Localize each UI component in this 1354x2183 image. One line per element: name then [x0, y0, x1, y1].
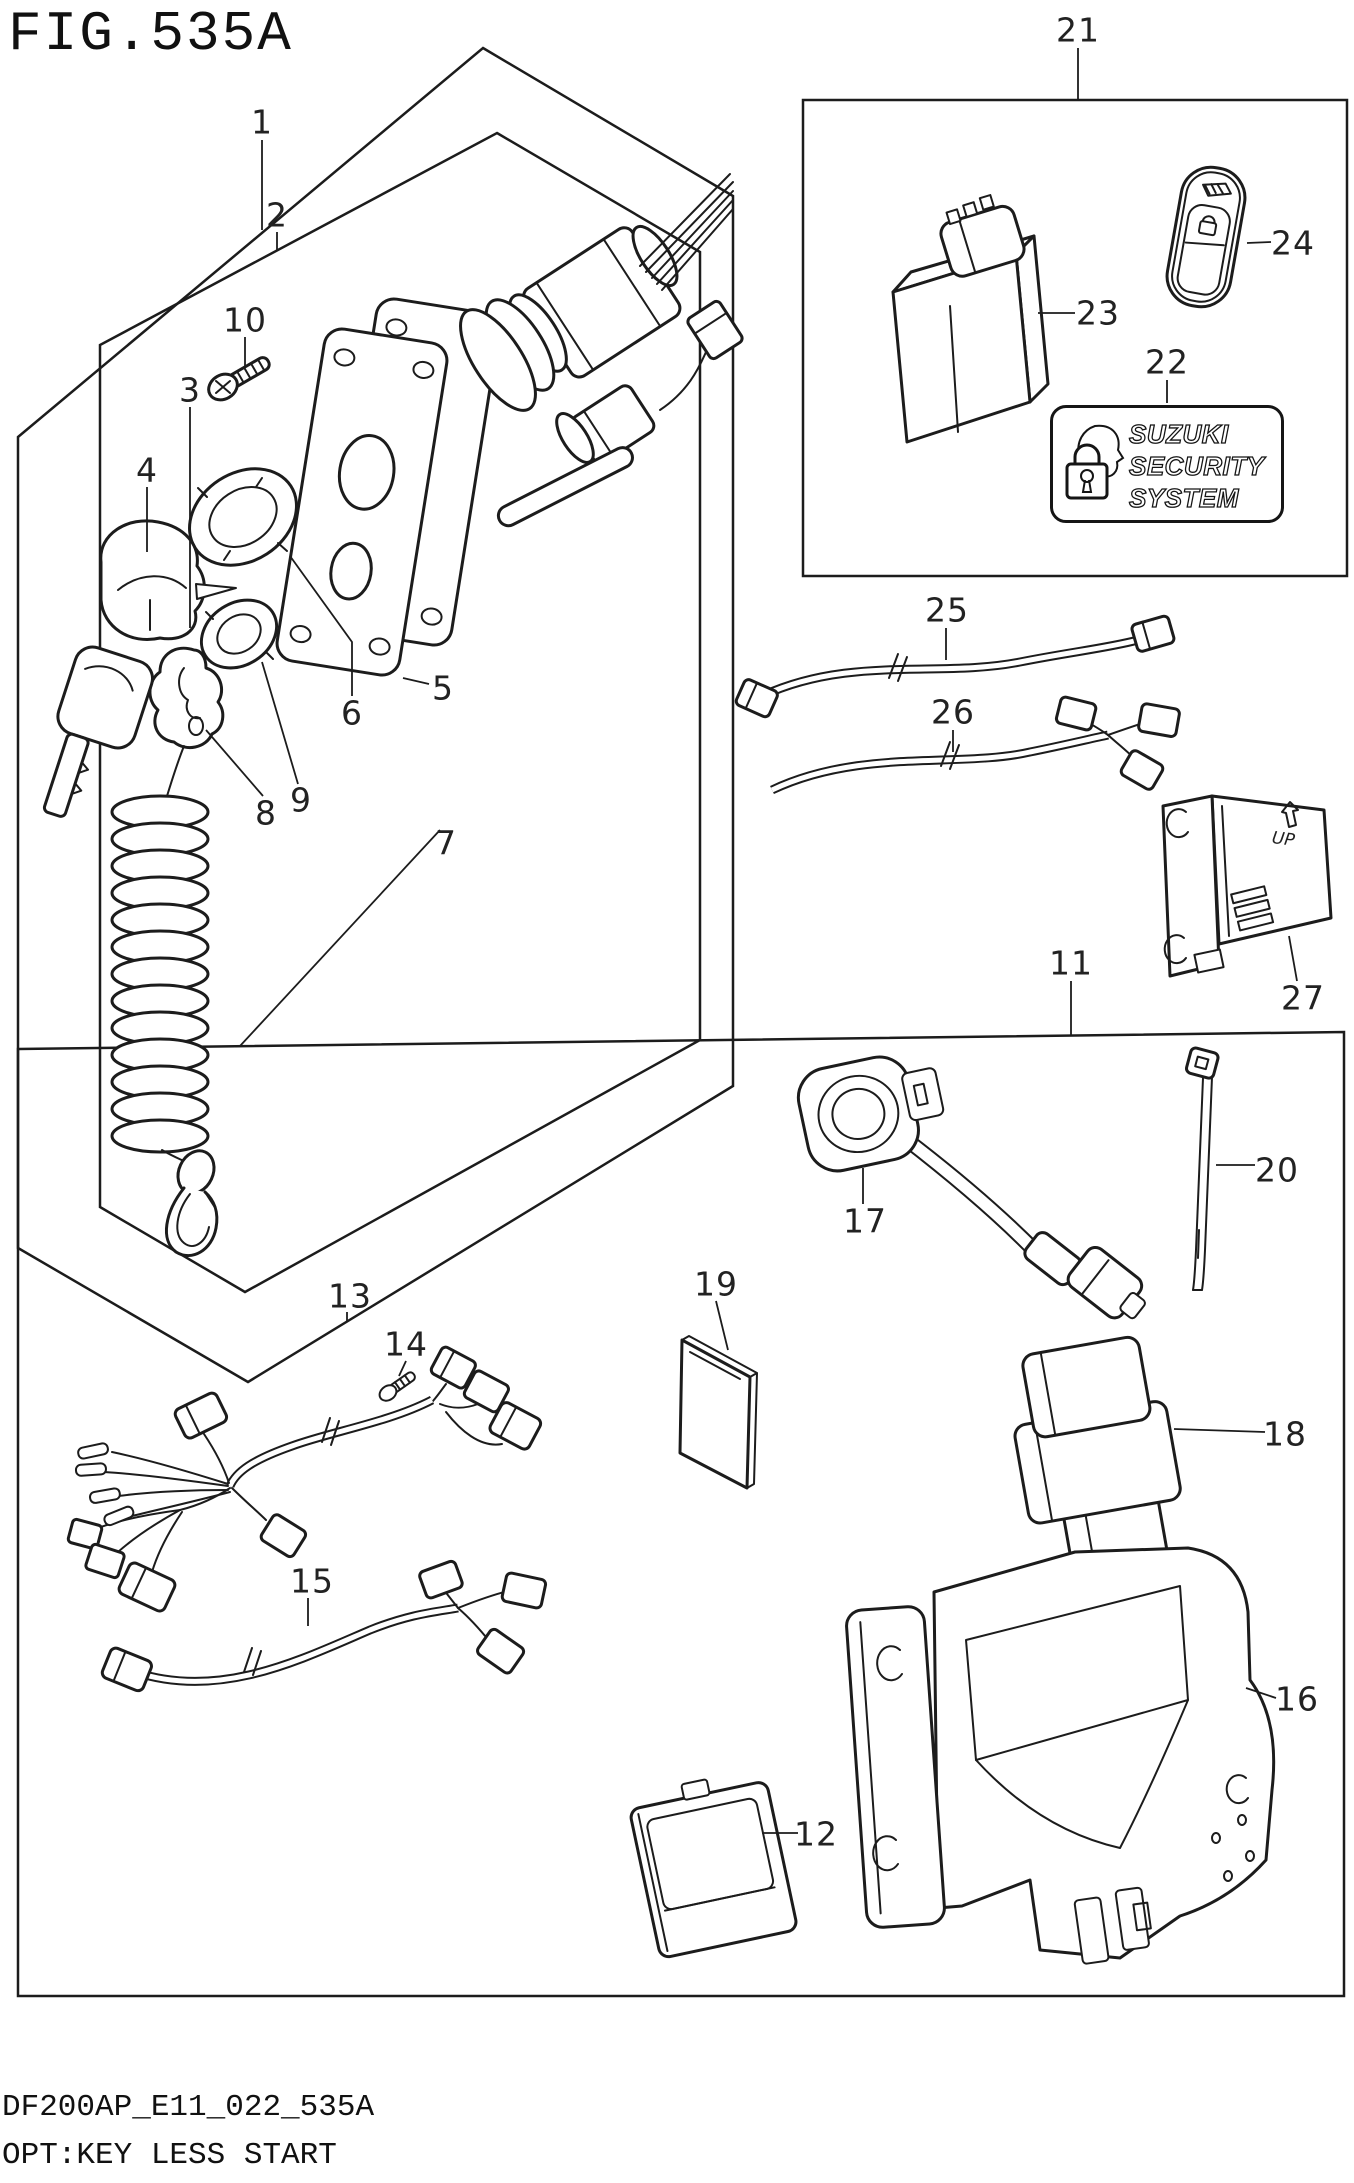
inner-outline-2 [98, 131, 702, 1294]
part-label-10: 10 [223, 300, 267, 340]
cable-tie-20 [1184, 1046, 1220, 1291]
switch-connector [686, 299, 744, 361]
leader-line-24 [1246, 241, 1272, 244]
footer-option: OPT:KEY LESS START [2, 2138, 337, 2173]
transmitter-fob-24 [1165, 165, 1247, 309]
part-label-22: 22 [1145, 342, 1189, 382]
lanyard-clip-8 [148, 646, 225, 750]
footer-code: DF200AP_E11_022_535A [2, 2090, 375, 2125]
part-label-27: 27 [1281, 978, 1325, 1018]
part-label-25: 25 [925, 590, 969, 630]
mount-bracket-16 [845, 1546, 1276, 1965]
tapping-screw-10 [207, 356, 271, 402]
part-label-3: 3 [179, 370, 201, 410]
sticker-line-1: SUZUKI [1129, 419, 1229, 449]
part-label-7: 7 [435, 823, 457, 863]
part-label-6: 6 [341, 693, 363, 733]
screw-14 [378, 1371, 416, 1402]
leader-line-8 [205, 729, 264, 797]
leader-line-9 [261, 661, 299, 785]
figure-title: FIG.535A [8, 2, 293, 66]
leader-line-5 [402, 677, 430, 685]
part-label-5: 5 [432, 668, 454, 708]
harness-wire-25 [734, 614, 1176, 719]
key-cap-4 [99, 519, 237, 641]
key [42, 645, 154, 818]
part-label-14: 14 [384, 1324, 428, 1364]
up-arrow-icon [1281, 801, 1299, 828]
immobilizer-module-23 [891, 194, 1050, 444]
antenna-unit-17 [796, 1055, 1146, 1320]
leader-line-7 [239, 829, 441, 1047]
part-label-1: 1 [251, 102, 273, 142]
part-label-9: 9 [290, 780, 312, 820]
lanyard-coil [110, 745, 210, 1165]
ignition-switch [459, 173, 744, 528]
leader-line-16 [1245, 1687, 1277, 1699]
security-sticker-text: SUZUKI SECURITY SYSTEM [1128, 418, 1267, 513]
leader-line-6 [289, 555, 353, 696]
control-module-27: UP [1161, 794, 1333, 978]
part-label-11: 11 [1049, 943, 1093, 983]
cushion-pad-19 [678, 1335, 758, 1490]
part-label-19: 19 [694, 1264, 738, 1304]
carabiner-hook [164, 1149, 219, 1258]
switch-rod [496, 446, 634, 528]
part-label-18: 18 [1263, 1414, 1307, 1454]
leader-line-27 [1288, 935, 1298, 982]
part-label-4: 4 [136, 450, 158, 490]
part-label-16: 16 [1275, 1679, 1319, 1719]
part-label-15: 15 [290, 1561, 334, 1601]
switch-wires [639, 173, 734, 291]
part-label-8: 8 [255, 793, 277, 833]
sticker-line-2: SECURITY [1129, 451, 1267, 481]
leader-line-14 [398, 1360, 407, 1377]
harness-wire-15 [100, 1559, 548, 1693]
lower-outline-11 [16, 1030, 1346, 1998]
leader-line-19 [715, 1300, 729, 1351]
structural-outlines [16, 46, 1349, 1998]
harness-wire-26 [772, 695, 1181, 791]
holder-case-12 [629, 1778, 798, 1959]
ring-nut-9 [199, 598, 279, 670]
part-label-23: 23 [1076, 293, 1120, 333]
outer-outline-1 [16, 46, 735, 1384]
part-label-17: 17 [843, 1201, 887, 1241]
leader-line-18 [1173, 1428, 1266, 1433]
part-label-13: 13 [328, 1276, 372, 1316]
part-label-20: 20 [1255, 1150, 1299, 1190]
part-label-24: 24 [1271, 223, 1315, 263]
option-box-21 [801, 98, 1349, 578]
leader-lines [146, 48, 1298, 1834]
part-label-26: 26 [931, 692, 975, 732]
security-sticker-22: SUZUKI SECURITY SYSTEM [1050, 405, 1284, 523]
part-label-21: 21 [1056, 10, 1100, 50]
switch-panel-5 [275, 327, 449, 677]
lock-face-icon [1065, 424, 1125, 500]
lock-button-icon [1201, 215, 1216, 225]
part-label-12: 12 [794, 1814, 838, 1854]
up-marking: UP [1271, 828, 1297, 851]
main-harness-13 [66, 1345, 543, 1613]
part-label-2: 2 [266, 195, 288, 235]
sticker-line-3: SYSTEM [1129, 483, 1240, 513]
